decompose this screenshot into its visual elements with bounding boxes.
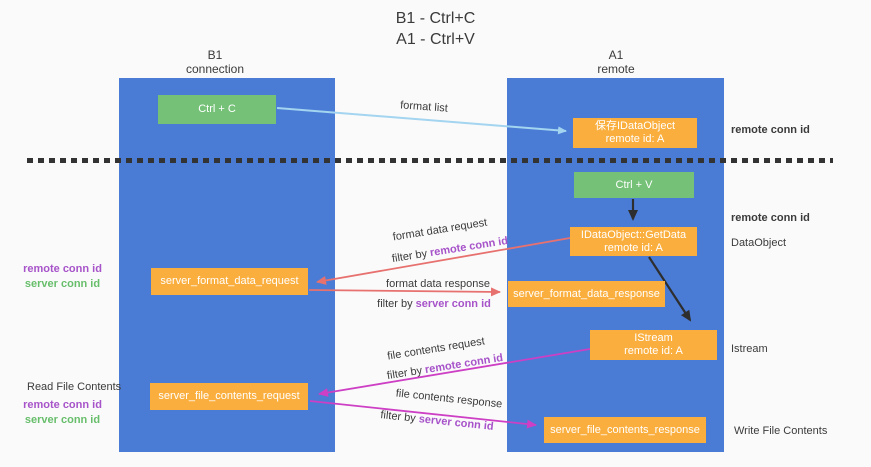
node-istream: IStream remote id: A	[590, 330, 717, 360]
annotation-remote-conn-id-left: remote conn id	[23, 263, 102, 275]
title-line-2: A1 - Ctrl+V	[396, 31, 475, 48]
format-data-response-arrow	[308, 287, 501, 297]
node-server-format-data-request: server_format_data_request	[151, 268, 308, 295]
annotation-istream: Istream	[731, 343, 768, 355]
node-save-idataobject: 保存IDataObject remote id: A	[573, 118, 697, 148]
node-idataobject-getdata-line1: IDataObject::GetData	[580, 228, 687, 241]
node-server-file-contents-response-label: server_file_contents_response	[550, 423, 700, 436]
node-ctrl-v: Ctrl + V	[574, 172, 694, 198]
right-column-subtitle: remote	[597, 62, 635, 76]
left-column-title: B1	[207, 48, 223, 62]
annotation-server-conn-id-left2: server conn id	[24, 414, 101, 426]
node-server-format-data-request-label: server_format_data_request	[160, 275, 299, 287]
annotation-read-file-contents: Read File Contents	[27, 381, 122, 393]
title-line-1: B1 - Ctrl+C	[395, 10, 476, 27]
annotation-remote-conn-id-mid: remote conn id	[731, 212, 810, 224]
filter-by-text: filter by	[386, 364, 427, 383]
server-conn-id-key: server conn id	[415, 298, 491, 310]
machine-boundary-dashed-line	[27, 158, 833, 163]
format-list-label: format list	[399, 99, 449, 115]
remote-conn-id-key: remote conn id	[429, 234, 509, 260]
filter-by-text: filter by	[377, 298, 416, 310]
remote-conn-id-key: remote conn id	[424, 351, 504, 377]
node-server-file-contents-request-label: server_file_contents_request	[158, 390, 300, 402]
node-istream-line2: remote id: A	[624, 345, 683, 357]
annotation-remote-conn-id-top: remote conn id	[731, 124, 810, 136]
left-column-subtitle: connection	[185, 62, 245, 76]
node-ctrl-c: Ctrl + C	[158, 95, 276, 124]
annotation-dataobject: DataObject	[731, 237, 787, 249]
file-contents-response-label: file contents response	[395, 387, 503, 411]
node-save-idataobject-line2: remote id: A	[605, 133, 665, 145]
node-idataobject-getdata-line2: remote id: A	[604, 241, 663, 254]
right-column-header: A1 remote	[597, 48, 634, 76]
annotation-remote-conn-id-left2: remote conn id	[23, 399, 102, 411]
node-server-file-contents-request: server_file_contents_request	[150, 383, 308, 410]
node-idataobject-getdata: IDataObject::GetData remote id: A	[570, 227, 697, 256]
node-ctrl-c-label: Ctrl + C	[198, 103, 236, 115]
format-data-response-label: format data response	[386, 278, 490, 290]
diagram-title: B1 - Ctrl+C A1 - Ctrl+V	[0, 8, 871, 50]
filter-by-text: filter by	[391, 247, 432, 266]
node-server-format-data-response: server_format_data_response	[508, 281, 665, 307]
node-ctrl-v-label: Ctrl + V	[615, 178, 653, 191]
annotation-server-conn-id-left: server conn id	[24, 278, 101, 290]
left-column-header: B1 connection	[186, 48, 244, 76]
filter-by-text: filter by	[379, 409, 420, 426]
file-contents-response-filter-label: filter by server conn id	[380, 409, 494, 433]
right-column-title: A1	[608, 48, 624, 62]
node-server-file-contents-response: server_file_contents_response	[544, 417, 706, 443]
server-conn-id-key: server conn id	[418, 413, 495, 433]
annotation-left-conn-ids-top: remote conn id server conn id	[15, 262, 110, 292]
node-save-idataobject-line1: 保存IDataObject	[594, 120, 676, 132]
node-istream-line1: IStream	[634, 332, 673, 344]
node-server-format-data-response-label: server_format_data_response	[513, 287, 660, 300]
format-data-response-filter-label: filter by server conn id	[377, 298, 491, 310]
annotation-left-conn-ids-bottom: remote conn id server conn id	[15, 398, 110, 428]
annotation-write-file-contents: Write File Contents	[734, 425, 828, 437]
